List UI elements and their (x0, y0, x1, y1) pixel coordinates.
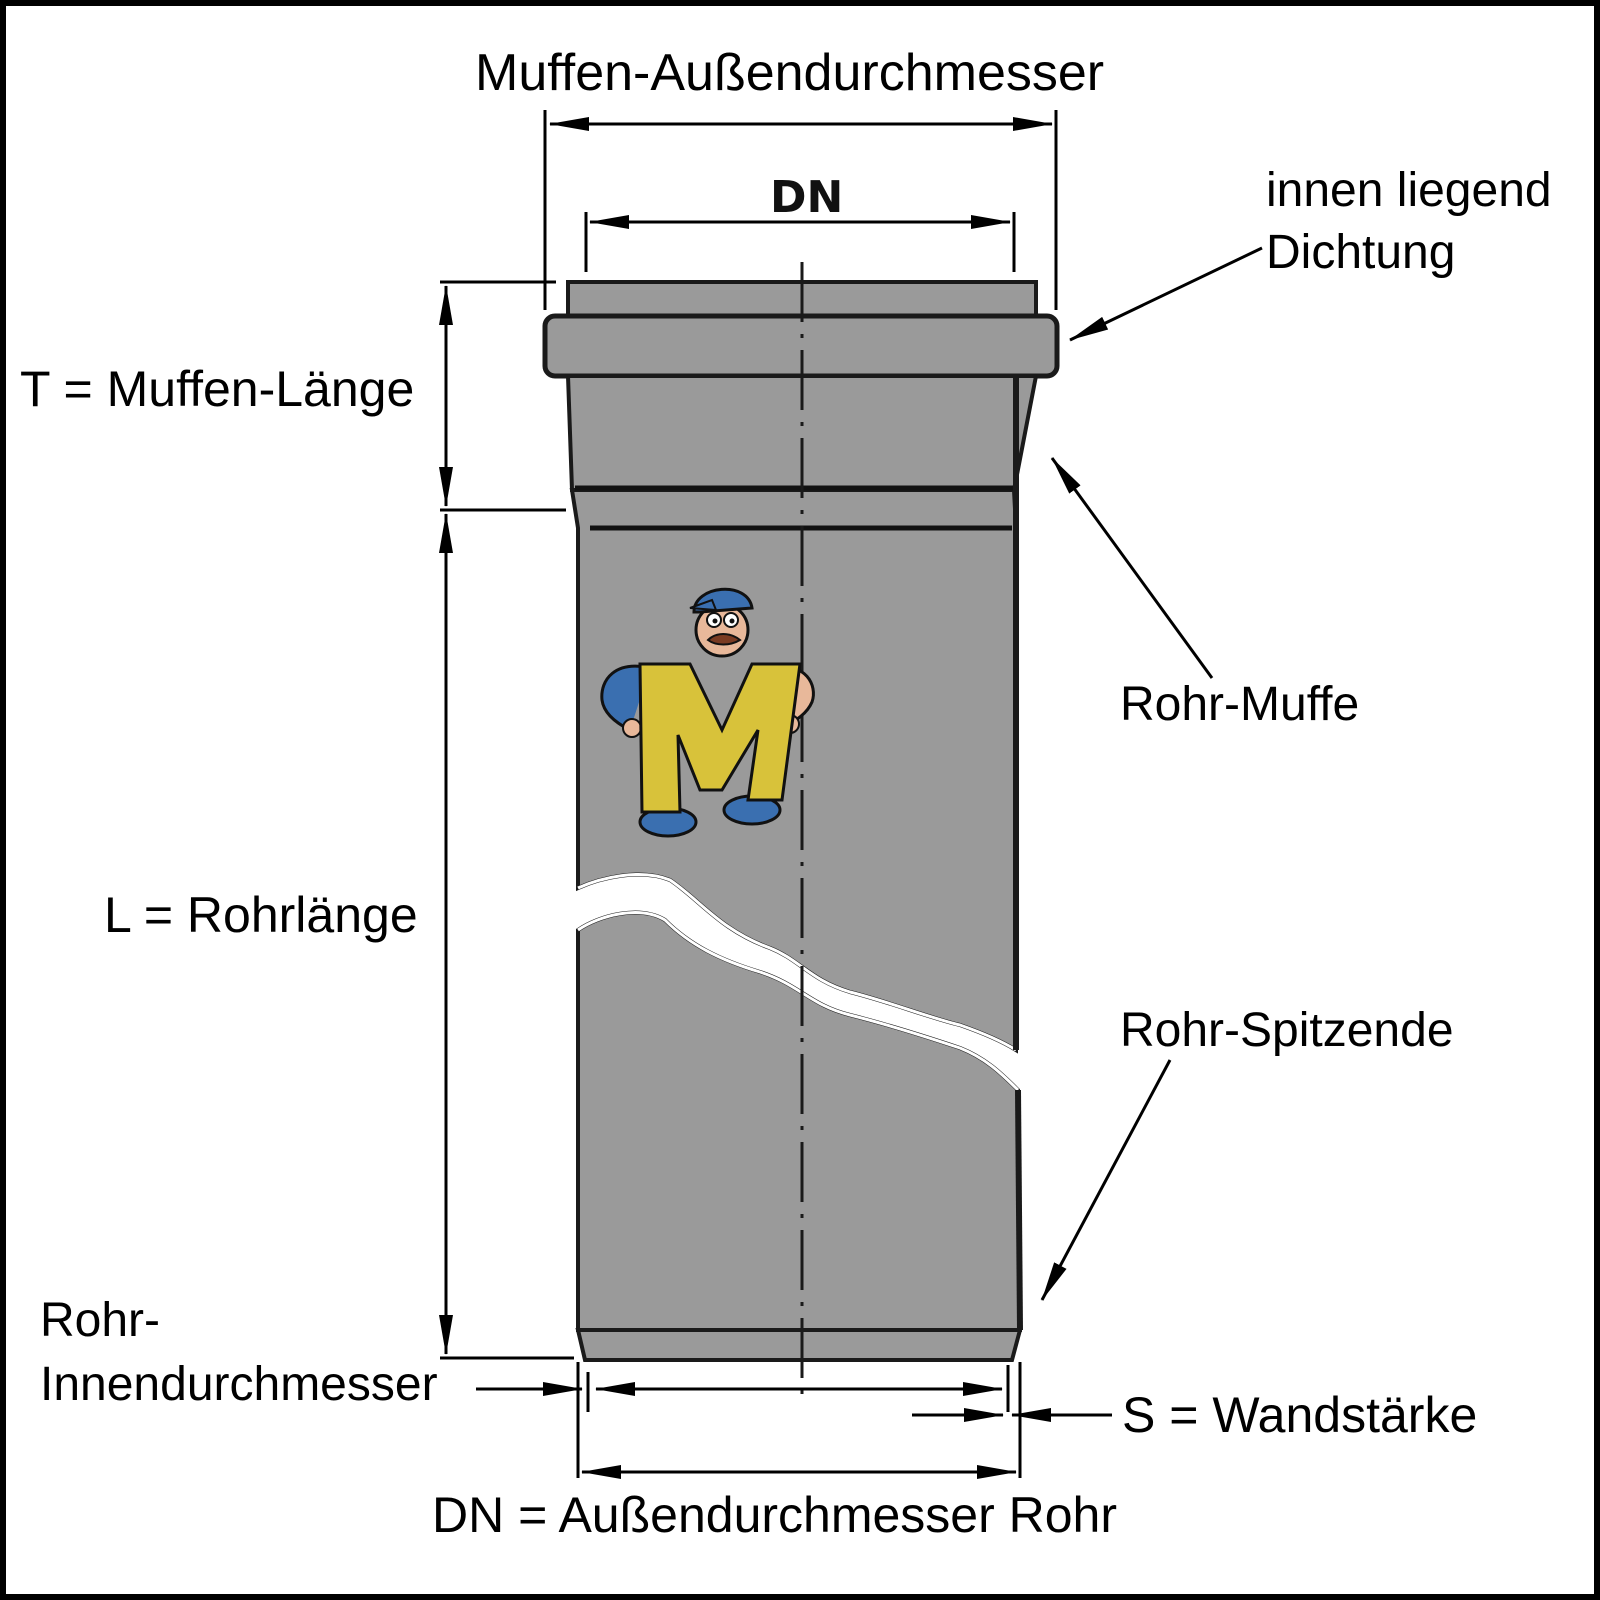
leader-rohr-spitzende (1040, 1059, 1172, 1301)
dim-rohrlaenge (439, 513, 574, 1360)
label-rohr-innen-line2: Innendurchmesser (40, 1358, 438, 1411)
label-innen-liegend: innen liegend (1266, 164, 1552, 217)
dim-innendurchmesser (476, 1365, 1010, 1412)
dim-dn-aussendurchmesser-rohr (576, 1362, 1022, 1479)
label-rohr-innen-line1: Rohr- (40, 1294, 160, 1347)
mascot-mustache (706, 633, 742, 646)
mascot-logo: M (600, 587, 815, 838)
mascot-m-letter (638, 662, 802, 814)
label-dn-top: DN (770, 172, 843, 223)
label-rohrlaenge: L = Rohrlänge (104, 887, 418, 943)
label-muffen-laenge: T = Muffen-Länge (20, 361, 414, 417)
dim-muffen-laenge (439, 280, 566, 512)
leader-rohr-muffe (1050, 457, 1214, 679)
pipe (542, 262, 1060, 1405)
pipe-spigot-end (575, 1328, 1023, 1362)
mascot-arm-left (600, 664, 651, 732)
dim-dn-top (584, 212, 1016, 272)
pipe-right-edge-lower (1015, 1089, 1023, 1331)
label-dn-aussendurchmesser-rohr: DN = Außendurchmesser Rohr (432, 1487, 1117, 1543)
mascot-hand-left (622, 718, 642, 738)
label-wandstaerke: S = Wandstärke (1122, 1387, 1477, 1443)
label-dichtung: Dichtung (1266, 226, 1455, 279)
mascot-cap-brim (689, 598, 718, 612)
leader-dichtung (1069, 246, 1263, 342)
pipe-break-edge-top (577, 873, 1017, 1052)
dim-muffen-aussendurchmesser (543, 110, 1058, 310)
label-rohr-spitzende: Rohr-Spitzende (1120, 1004, 1454, 1057)
label-rohr-muffe: Rohr-Muffe (1120, 678, 1359, 731)
label-muffen-aussendurchmesser: Muffen-Außendurchmesser (475, 44, 1104, 102)
